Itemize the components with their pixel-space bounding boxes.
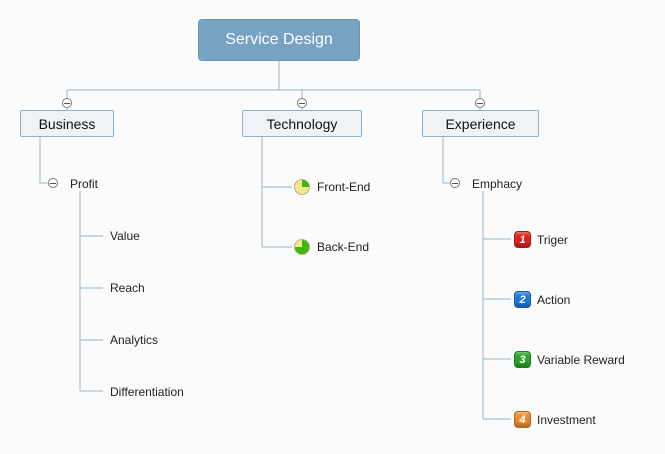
collapse-experience-icon[interactable] xyxy=(475,98,485,108)
topic-technology-label: Technology xyxy=(266,115,338,132)
collapse-technology-icon[interactable] xyxy=(297,98,307,108)
root-topic-service-design[interactable]: Service Design xyxy=(198,19,360,61)
node-front-end[interactable]: Front-End xyxy=(317,180,371,194)
node-differentiation[interactable]: Differentiation xyxy=(110,385,184,399)
priority-3-icon: 3 xyxy=(514,351,531,368)
collapse-business-icon[interactable] xyxy=(62,98,72,108)
topic-technology[interactable]: Technology xyxy=(242,110,362,137)
node-variable-reward[interactable]: Variable Reward xyxy=(537,353,625,367)
collapse-profit-icon[interactable] xyxy=(48,178,58,188)
progress-pie-icon xyxy=(294,239,310,255)
topic-experience[interactable]: Experience xyxy=(422,110,539,137)
subtopic-emphacy[interactable]: Emphacy xyxy=(472,177,523,191)
node-reach[interactable]: Reach xyxy=(110,281,145,295)
topic-business-label: Business xyxy=(38,115,96,132)
topic-experience-label: Experience xyxy=(445,115,516,132)
priority-2-icon: 2 xyxy=(514,291,531,308)
node-analytics[interactable]: Analytics xyxy=(110,333,159,347)
progress-pie-icon xyxy=(294,179,310,195)
collapse-emphacy-icon[interactable] xyxy=(450,178,460,188)
priority-4-icon: 4 xyxy=(514,411,531,428)
node-value[interactable]: Value xyxy=(110,229,140,243)
subtopic-profit[interactable]: Profit xyxy=(70,177,99,191)
topic-business[interactable]: Business xyxy=(20,110,114,137)
node-action[interactable]: Action xyxy=(537,293,571,307)
root-topic-label: Service Design xyxy=(225,31,333,48)
node-investment[interactable]: Investment xyxy=(537,413,596,427)
node-back-end[interactable]: Back-End xyxy=(317,240,370,254)
priority-1-icon: 1 xyxy=(514,231,531,248)
node-triger[interactable]: Triger xyxy=(537,233,568,247)
